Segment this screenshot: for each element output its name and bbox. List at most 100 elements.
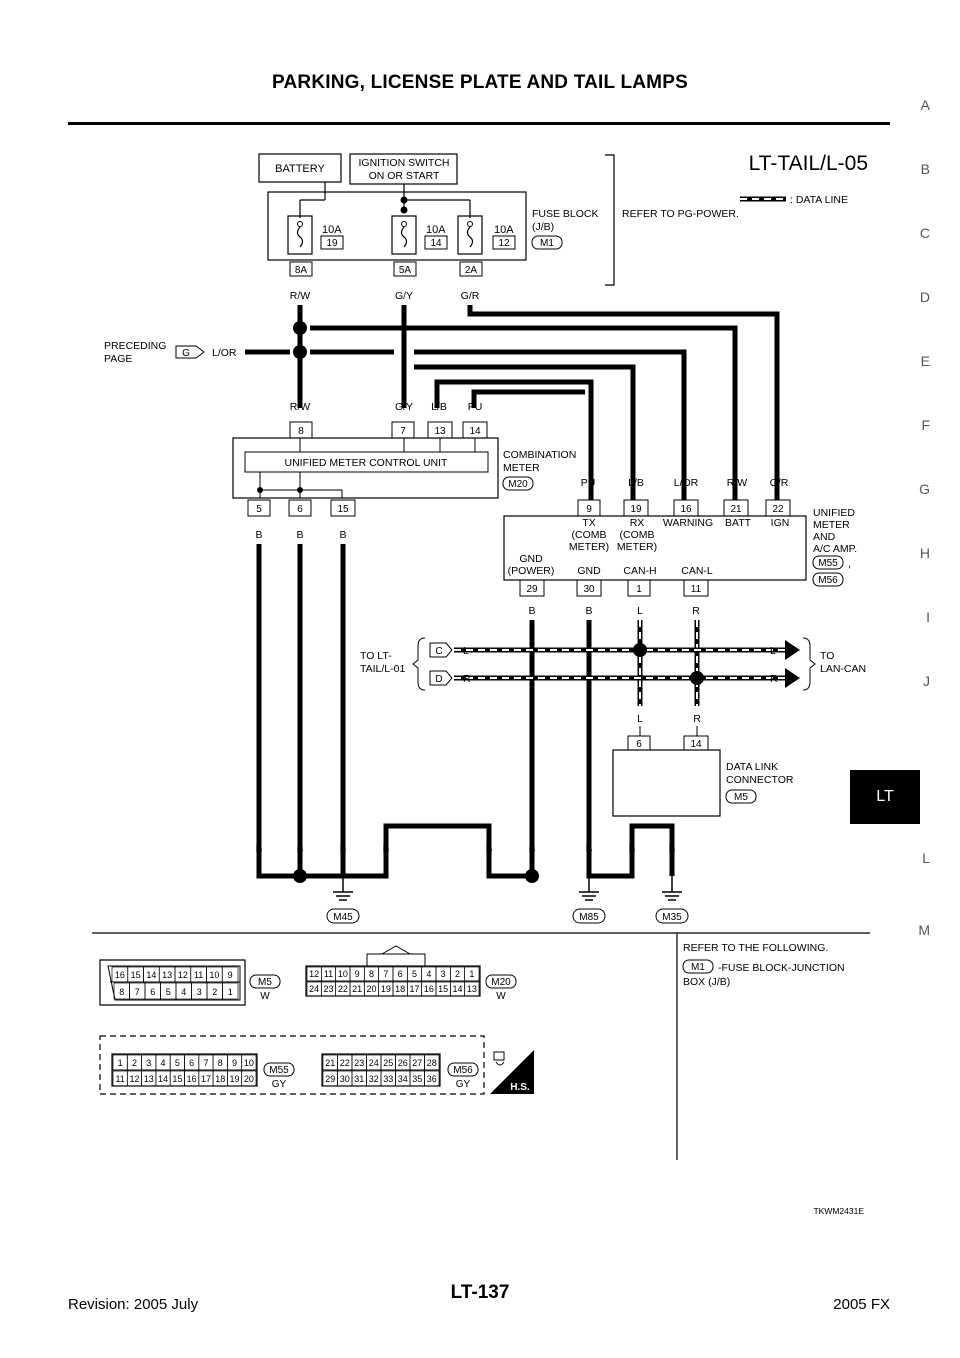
tab-b[interactable]: B xyxy=(920,161,930,177)
pin-number: 11 xyxy=(691,584,702,595)
tab-a[interactable]: A xyxy=(920,97,930,113)
pin-number: 29 xyxy=(526,584,538,595)
pin-label: 1 xyxy=(118,1058,123,1068)
ground-wires xyxy=(256,544,675,879)
connector-m56-color: GY xyxy=(456,1079,471,1090)
pin-label: 6 xyxy=(398,969,403,979)
wire-color: R xyxy=(693,713,701,725)
pin-label: 9 xyxy=(355,969,360,979)
pin-cell xyxy=(424,1054,440,1071)
to-lt-label-1: TO LT- xyxy=(360,650,392,662)
tab-m[interactable]: M xyxy=(918,922,930,938)
dlc-connector: M5 xyxy=(734,792,748,803)
bus-wire-r: R xyxy=(463,673,471,685)
ground-connector: M45 xyxy=(333,912,353,923)
pin-label: 12 xyxy=(129,1074,139,1084)
fuse-pin: 8A xyxy=(295,265,308,276)
refer-pg-power: REFER TO PG-POWER. xyxy=(622,208,739,220)
pin-label: 18 xyxy=(395,984,405,994)
pin-label: 16 xyxy=(115,970,125,980)
tab-e[interactable]: E xyxy=(920,353,930,369)
terminal-label: IGN xyxy=(771,517,790,529)
tab-h[interactable]: H xyxy=(919,545,930,561)
tab-lt-active[interactable]: LT xyxy=(850,770,920,824)
connector-m20-color: W xyxy=(496,991,506,1002)
dlc-label-2: CONNECTOR xyxy=(726,774,794,786)
wire-color: G/Y xyxy=(395,401,413,413)
pin-label: 5 xyxy=(166,987,171,997)
bus-wire-l: L xyxy=(463,645,469,657)
pin-label: 8 xyxy=(119,987,124,997)
bus-ref-c: C xyxy=(435,646,442,657)
pin-label: 35 xyxy=(412,1074,422,1084)
power-wires xyxy=(245,305,780,500)
terminal-label: (COMB xyxy=(572,529,607,541)
hs-label: H.S. xyxy=(510,1082,530,1093)
pin-label: 11 xyxy=(324,969,333,979)
pin-label: 9 xyxy=(232,1058,237,1068)
pin-label: 11 xyxy=(194,970,203,980)
terminal-label: (COMB xyxy=(620,529,655,541)
amp-connector-separator: , xyxy=(848,558,851,570)
wire-color: G/R xyxy=(461,290,480,302)
preceding-page-1: PRECEDING xyxy=(104,340,166,352)
battery-box xyxy=(258,153,342,183)
data-line-legend-label: : DATA LINE xyxy=(790,194,848,206)
tab-c[interactable]: C xyxy=(919,225,930,241)
pin-label: 3 xyxy=(146,1058,151,1068)
to-lan-can-1: TO xyxy=(820,650,834,662)
combination-meter-connector: M20 xyxy=(508,479,528,490)
wire-color: B xyxy=(296,529,303,541)
fuse-block xyxy=(267,191,527,261)
pin-label: 7 xyxy=(135,987,140,997)
fuse-amp: 10A xyxy=(426,224,446,236)
pin-label: 8 xyxy=(218,1058,223,1068)
wire-color: R/W xyxy=(290,290,311,302)
tab-l[interactable]: L xyxy=(922,850,930,866)
tab-j[interactable]: J xyxy=(923,673,930,689)
pin-label: 13 xyxy=(144,1074,154,1084)
tab-d[interactable]: D xyxy=(919,289,930,305)
pin-label: 25 xyxy=(383,1058,393,1068)
pin-label: 26 xyxy=(398,1058,408,1068)
connector-m20-name: M20 xyxy=(491,977,511,988)
connector-m5-color: W xyxy=(260,991,270,1002)
pin-number: 14 xyxy=(690,739,702,750)
pin-label: 21 xyxy=(352,984,362,994)
unified-meter-ac-amp-box xyxy=(503,515,807,581)
tab-g[interactable]: G xyxy=(919,481,930,497)
pin-label: 36 xyxy=(427,1074,437,1084)
pin-label: 33 xyxy=(383,1074,393,1084)
pin-label: 34 xyxy=(398,1074,408,1084)
pin-label: 16 xyxy=(424,984,434,994)
wire-color: G/Y xyxy=(395,290,413,302)
bus-wire-r: R xyxy=(770,673,778,685)
pin-label: 7 xyxy=(203,1058,208,1068)
pin-label: 20 xyxy=(366,984,376,994)
pin-cell xyxy=(241,1054,257,1071)
diagram-code: LT-TAIL/L-05 xyxy=(749,152,868,175)
pin-label: 10 xyxy=(244,1058,254,1068)
pin-label: 4 xyxy=(161,1058,166,1068)
wire-color: B xyxy=(485,843,492,855)
ground-connector: M85 xyxy=(579,912,599,923)
pin-label: 22 xyxy=(340,1058,350,1068)
wire-color: B xyxy=(585,605,592,617)
terminal-label: METER) xyxy=(617,541,657,553)
tab-f[interactable]: F xyxy=(921,417,930,433)
terminal-label: METER) xyxy=(569,541,609,553)
wire-color: B xyxy=(296,843,303,855)
connector-m5-name: M5 xyxy=(258,977,272,988)
pin-label: 13 xyxy=(162,970,172,980)
combination-meter-label-1: COMBINATION xyxy=(503,449,576,461)
tab-i[interactable]: I xyxy=(926,609,930,625)
pin-label: 12 xyxy=(309,969,319,979)
pin-label: 16 xyxy=(187,1074,197,1084)
can-bus-lines xyxy=(454,640,800,688)
pin-label: 1 xyxy=(469,969,474,979)
pin-cell xyxy=(464,981,480,997)
page-title: PARKING, LICENSE PLATE AND TAIL LAMPS xyxy=(272,72,688,93)
fuse-19 xyxy=(287,215,313,255)
wire-color: B xyxy=(255,529,262,541)
